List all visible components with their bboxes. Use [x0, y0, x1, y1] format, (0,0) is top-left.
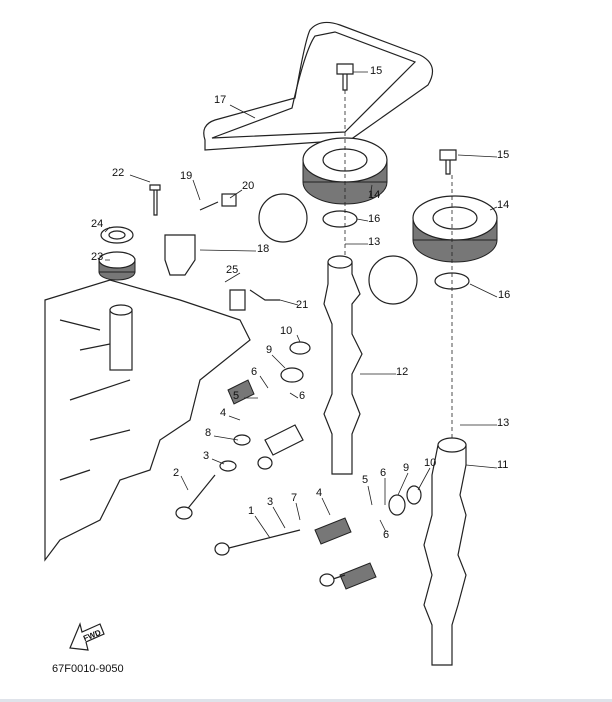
callout-15: 15 [370, 65, 383, 77]
callout-10: 10 [280, 325, 293, 337]
callout-5: 5 [362, 474, 369, 486]
callout-21: 21 [296, 299, 309, 311]
callout-7: 7 [291, 492, 298, 504]
callout-9: 9 [266, 344, 273, 356]
callout-6: 6 [299, 390, 306, 402]
callout-10: 10 [424, 457, 437, 469]
cylinder-head [44, 279, 251, 562]
intake-valve [214, 529, 301, 556]
callout-24: 24 [91, 218, 104, 230]
timing-belt [203, 21, 434, 151]
callout-18: 18 [257, 243, 270, 255]
oil-seal-left [322, 210, 358, 228]
camshaft-right [423, 444, 467, 666]
callout-3: 3 [203, 450, 210, 462]
exhaust-valve [175, 474, 216, 520]
callout-4: 4 [220, 407, 227, 419]
callout-16: 16 [498, 289, 511, 301]
cam-sprocket-right [412, 195, 498, 263]
callout-20: 20 [242, 180, 255, 192]
fwd-arrow-icon [69, 622, 105, 651]
callout-13: 13 [497, 417, 510, 429]
callout-6: 6 [380, 467, 387, 479]
callout-6: 6 [251, 366, 258, 378]
callout-5: 5 [233, 390, 240, 402]
callout-17: 17 [214, 94, 227, 106]
callout-16: 16 [368, 213, 381, 225]
callout-11: 11 [497, 459, 509, 471]
callout-4: 4 [316, 487, 323, 499]
callout-19: 19 [180, 170, 193, 182]
callout-12: 12 [396, 366, 409, 378]
callout-14: 14 [368, 189, 381, 201]
callout-3: 3 [267, 496, 274, 508]
callout-23: 23 [91, 251, 104, 263]
callout-22: 22 [112, 167, 125, 179]
callout-25: 25 [226, 264, 239, 276]
callout-13: 13 [368, 236, 381, 248]
callout-9: 9 [403, 462, 410, 474]
callout-14: 14 [497, 199, 510, 211]
callout-8: 8 [205, 427, 212, 439]
part-code: 67F0010-9050 [52, 663, 124, 675]
callout-15: 15 [497, 149, 510, 161]
callout-2: 2 [173, 467, 180, 479]
camshaft-left [323, 261, 363, 475]
callout-1: 1 [248, 505, 255, 517]
callout-6: 6 [383, 529, 390, 541]
